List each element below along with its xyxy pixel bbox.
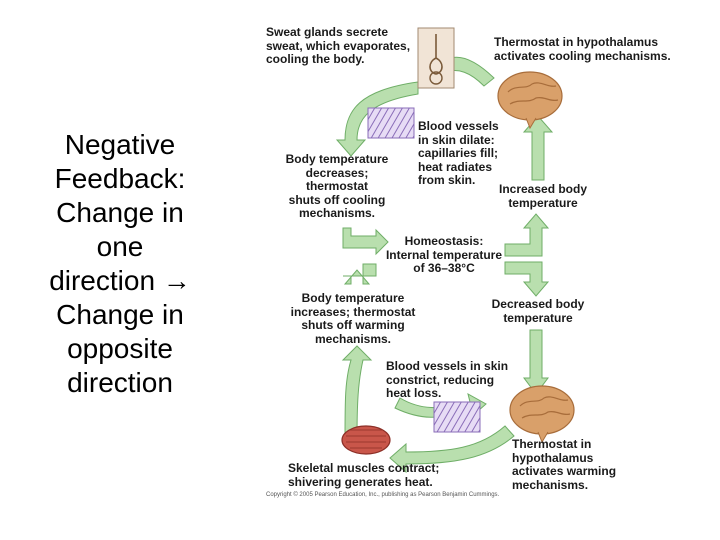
label-decreased-temp: Decreased body temperature (486, 297, 590, 325)
arrow-left-up (343, 263, 377, 285)
label-line: increases; thermostat (290, 304, 416, 319)
label-line: Thermostat in (512, 437, 592, 451)
constricted-vessel-illustration (433, 401, 481, 433)
label-line: thermostat (305, 179, 368, 193)
dilated-vessel-illustration (367, 107, 415, 139)
arrow-right-down (523, 329, 549, 395)
slide-text-line: Feedback: (54, 163, 186, 194)
label-homeostasis: Homeostasis: Internal temperature of 36–… (382, 234, 506, 276)
arrow-homeo-right-up (504, 213, 550, 257)
sweat-gland-illustration (417, 27, 455, 89)
label-line: mechanisms. (314, 331, 392, 346)
brain-icon (509, 385, 575, 444)
slide-text-line: Change in (56, 197, 184, 228)
slide-text-line: Change in (56, 299, 184, 330)
slide-text-line: direction → (49, 265, 191, 296)
arrow-left-down (342, 227, 389, 256)
slide-text-line: opposite (67, 333, 173, 364)
label-skeletal-muscles: Skeletal muscles contract; shivering gen… (288, 461, 440, 489)
label-line: constrict, reducing (386, 372, 495, 387)
label-line: decreases; (305, 165, 369, 180)
slide-text: Negative Feedback: Change in one directi… (22, 128, 218, 400)
label-line: in skin dilate: (418, 132, 495, 147)
label-line: mechanisms. (512, 477, 589, 492)
muscle-illustration (341, 425, 391, 455)
label-line: of 36–38°C (413, 261, 475, 275)
label-line: activates warming (512, 464, 617, 478)
label-line: hypothalamus (512, 450, 594, 465)
label-increased-temp: Increased body temperature (490, 182, 596, 210)
label-vessels-constrict: Blood vessels in skin constrict, reducin… (386, 359, 509, 401)
label-thermostat-warming: Thermostat in hypothalamus activates war… (512, 437, 617, 492)
arrow-curve-left-lower (341, 345, 373, 441)
label-line: Thermostat in hypothalamus (494, 35, 659, 49)
slide-text-line: direction (67, 367, 173, 398)
label-thermostat-cooling: Thermostat in hypothalamus activates coo… (494, 35, 671, 63)
label-line: shuts off cooling (288, 192, 386, 207)
label-line: Decreased body (491, 297, 585, 311)
arrow-right-up (522, 115, 554, 181)
arrow-curve-bottom (389, 425, 515, 474)
label-line: heat radiates (418, 159, 493, 174)
label-sweat-glands: Sweat glands secrete sweat, which evapor… (266, 25, 411, 67)
label-line: cooling the body. (266, 52, 365, 66)
label-line: Internal temperature (385, 247, 503, 262)
label-line: Blood vessels in skin (386, 359, 509, 373)
label-line: Increased body (498, 182, 588, 196)
arrow-homeo-right-down (504, 261, 550, 297)
label-line: Body temperature (285, 152, 389, 166)
label-line: Body temperature (301, 291, 405, 305)
arrow-curve-left-upper (335, 81, 419, 157)
label-line: Skeletal muscles contract; (288, 461, 440, 475)
label-line: sweat, which evaporates, (266, 38, 411, 53)
copyright-credit: Copyright © 2005 Pearson Education, Inc.… (266, 492, 500, 498)
label-line: capillaries fill; (418, 146, 499, 160)
label-line: shuts off warming (301, 318, 405, 332)
label-line: Sweat glands secrete (266, 25, 389, 39)
brain-icon (497, 71, 563, 130)
label-line: temperature (508, 195, 578, 210)
label-temp-increases: Body temperature increases; thermostat s… (282, 291, 424, 346)
label-vessels-dilate: Blood vessels in skin dilate: capillarie… (418, 119, 499, 188)
label-line: mechanisms. (298, 206, 376, 220)
label-temp-decreases: Body temperature decreases; thermostat s… (280, 152, 394, 221)
label-line: temperature (503, 310, 573, 325)
slide-text-line: Negative (64, 129, 176, 160)
label-line: Blood vessels (418, 119, 499, 133)
label-line: from skin. (418, 173, 476, 187)
slide-text-line: one (96, 231, 144, 262)
label-line: Homeostasis: (404, 234, 484, 248)
label-line: activates cooling mechanisms. (494, 48, 671, 63)
label-line: heat loss. (386, 386, 442, 400)
label-line: shivering generates heat. (288, 474, 433, 489)
